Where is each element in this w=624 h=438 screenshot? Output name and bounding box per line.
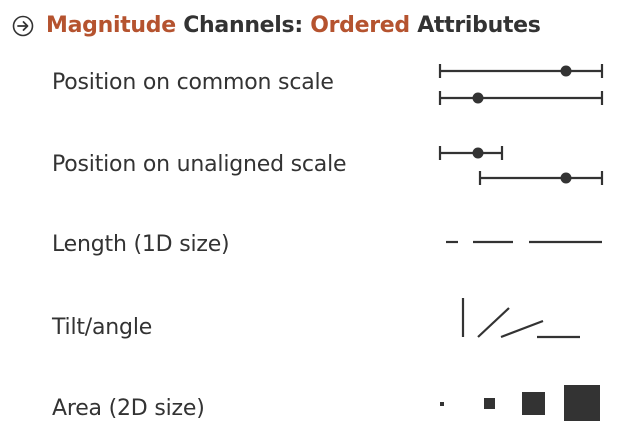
row-label-position-common: Position on common scale [52, 70, 334, 95]
glyph-area [440, 385, 600, 421]
title-attributes: Attributes [409, 13, 541, 38]
arrow-right-circle-icon [12, 15, 34, 37]
page-title: Magnitude Channels: Ordered Attributes [46, 15, 541, 37]
glyph-tilt [461, 298, 580, 339]
glyph-position-unaligned [438, 146, 604, 185]
header: Magnitude Channels: Ordered Attributes [12, 6, 541, 46]
row-label-tilt: Tilt/angle [52, 315, 153, 340]
title-ordered: Ordered [310, 13, 410, 38]
title-magnitude: Magnitude [46, 13, 176, 38]
row-label-area: Area (2D size) [52, 396, 205, 421]
glyph-position-common [438, 64, 604, 105]
row-label-length: Length (1D size) [52, 232, 230, 257]
row-label-position-unaligned: Position on unaligned scale [52, 152, 347, 177]
title-channels: Channels: [175, 13, 311, 38]
